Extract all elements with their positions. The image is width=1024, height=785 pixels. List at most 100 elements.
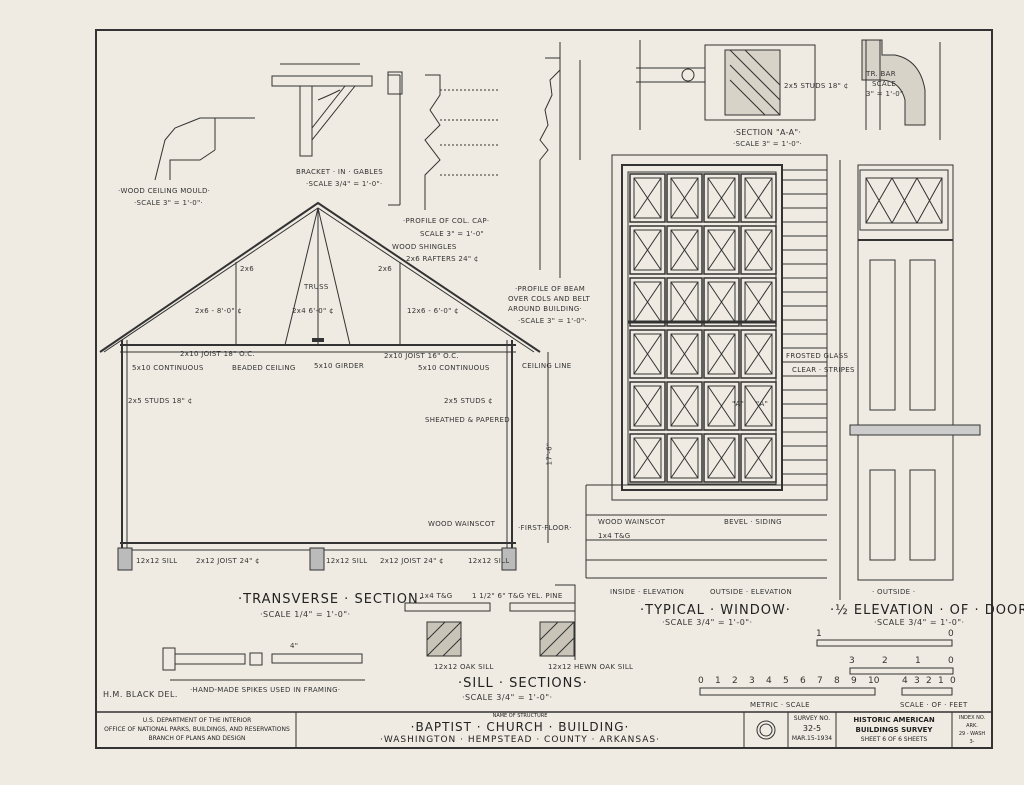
structure-location: ·WASHINGTON · HEMPSTEAD · COUNTY · ARKAN…: [380, 735, 660, 745]
survey-date: MAR.15-1934: [791, 735, 833, 742]
transverse-label: 2x5 STUDS 18" ¢: [128, 397, 193, 405]
typical-window-scale: ·SCALE 3/4" = 1'-0"·: [662, 618, 753, 627]
section-marker: "A": [732, 400, 745, 408]
scale-number: 2: [732, 676, 738, 686]
window-pane: [629, 329, 666, 379]
sill-label: 1 1/2" 6" T&G YEL. PINE: [472, 592, 563, 600]
window-drawing: [611, 154, 828, 501]
transverse-label: 2x6: [378, 265, 392, 273]
sill-label: 12x12 OAK SILL: [434, 663, 494, 671]
transverse-label: CEILING LINE: [522, 362, 572, 370]
window-pane: [703, 277, 740, 327]
transverse-label: 12x12 SILL: [326, 557, 368, 565]
sill-label: 12x12 HEWN OAK SILL: [548, 663, 634, 671]
beam-profile: [539, 42, 581, 278]
window-pane: [666, 225, 703, 275]
spike-dimension: 4": [290, 642, 299, 650]
window-pane: [703, 225, 740, 275]
scale-number: 3: [749, 676, 755, 686]
window-pane: [629, 381, 666, 431]
survey-no: 32-5: [802, 724, 822, 733]
scale-number: 3: [914, 676, 920, 686]
window-pane: [666, 381, 703, 431]
window-pane: [629, 173, 666, 223]
scale-number: 0: [950, 676, 956, 686]
structure-name-block: NAME OF STRUCTURE ·BAPTIST · CHURCH · BU…: [296, 713, 744, 746]
survey-no-label: SURVEY NO.: [793, 715, 831, 722]
typical-window-title: ·TYPICAL · WINDOW·: [640, 603, 791, 618]
index-block: INDEX NO. ARK. 29 - WASH 3-: [952, 714, 992, 746]
scale-number: 6: [800, 676, 806, 686]
scale-number: 0: [948, 629, 954, 639]
scale-number: 4: [902, 676, 908, 686]
wainscot: [585, 484, 827, 579]
scale-number: 10: [868, 676, 880, 686]
transverse-label: 2x5 STUDS ¢: [444, 397, 493, 405]
beam-title-3: AROUND BUILDING·: [508, 305, 583, 313]
sill-sections-scale: ·SCALE 3/4" = 1'-0"·: [462, 693, 553, 702]
survey-block: SURVEY NO. 32-5 MAR.15-1934: [788, 714, 836, 744]
transverse-label: 12x12 SILL: [136, 557, 178, 565]
transverse-label: 12x12 SILL: [468, 557, 510, 565]
transverse-label: 2x12 JOIST 24" ¢: [196, 557, 260, 565]
agency-line-2: OFFICE OF NATIONAL PARKS, BUILDINGS, AND…: [104, 726, 290, 733]
window-pane: [740, 381, 777, 431]
transverse-label: TRUSS: [304, 283, 329, 291]
window-pane: [740, 277, 777, 327]
section-aa-studs: 2x5 STUDS 18" ¢: [784, 82, 849, 90]
interior-seal-icon: [756, 720, 776, 740]
ceiling-mould-scale: ·SCALE 3" = 1'-0"·: [134, 199, 204, 207]
transverse-label: WOOD WAINSCOT: [428, 520, 496, 528]
window-pane: [629, 433, 666, 483]
feet-scale-label: SCALE · OF · FEET: [900, 701, 968, 709]
transverse-label: 2x10 JOIST 18" O.C.: [180, 350, 255, 358]
col-cap-profile: [387, 71, 500, 210]
ceiling-mould-title: ·WOOD CEILING MOULD·: [118, 187, 211, 195]
transverse-label: 5x10 GIRDER: [314, 362, 365, 370]
window-label: OUTSIDE · ELEVATION: [710, 588, 793, 596]
scale-number: 0: [698, 676, 704, 686]
scale-number: 8: [834, 676, 840, 686]
door-drawing: [839, 160, 981, 600]
window-pane: [740, 173, 777, 223]
scale-number: 2: [926, 676, 932, 686]
section-aa-detail: [636, 40, 816, 130]
scale-number: 0: [948, 656, 954, 666]
agency-line-1: U.S. DEPARTMENT OF THE INTERIOR: [142, 717, 252, 724]
delineator: H.M. BLACK DEL.: [103, 690, 178, 699]
structure-name: ·BAPTIST · CHURCH · BUILDING·: [410, 720, 630, 734]
bracket-detail: [271, 63, 373, 157]
transverse-label: 2x10 JOIST 16" O.C.: [384, 352, 459, 360]
habs-line-2: BUILDINGS SURVEY: [855, 726, 933, 734]
index-line-2: 29 - WASH: [958, 731, 986, 737]
doors-outside-label: · OUTSIDE ·: [872, 588, 916, 596]
transverse-label: 12x6 - 6'-0" ¢: [407, 307, 459, 315]
window-pane: [703, 433, 740, 483]
scale-number: 5: [783, 676, 789, 686]
window-pane: [666, 277, 703, 327]
tr-bar-title: TR. BAR: [866, 70, 896, 78]
col-cap-scale: SCALE 3" = 1'-0": [420, 230, 485, 238]
agency-line-3: BRANCH OF PLANS AND DESIGN: [148, 735, 246, 742]
transverse-label: 5x10 CONTINUOUS: [418, 364, 490, 372]
beam-title-2: OVER COLS AND BELT: [508, 295, 591, 303]
window-label: INSIDE · ELEVATION: [610, 588, 685, 596]
transverse-label: 2x6 RAFTERS 24" ¢: [406, 255, 479, 263]
transverse-label: ·FIRST·FLOOR·: [518, 524, 572, 532]
window-pane: [703, 329, 740, 379]
col-cap-title: ·PROFILE OF COL. CAP·: [403, 217, 490, 225]
window-label: FROSTED GLASS: [786, 352, 849, 360]
scale-number: 1: [938, 676, 944, 686]
habs-block: HISTORIC AMERICAN BUILDINGS SURVEY SHEET…: [836, 715, 952, 745]
ceiling-mould-detail: [154, 117, 255, 181]
index-label: INDEX NO.: [958, 715, 986, 721]
sill-sections-drawing: [404, 584, 576, 660]
doors-title: ·½ ELEVATION · OF · DOORS·: [830, 603, 1024, 618]
sill-label: 1x4 T&G: [420, 592, 453, 600]
index-line-1: ARK.: [966, 723, 978, 729]
sheet-border: [95, 29, 993, 749]
beam-title-1: ·PROFILE OF BEAM: [515, 285, 586, 293]
transverse-section-title: ·TRANSVERSE · SECTION·: [238, 592, 424, 607]
section-marker: "A": [756, 400, 769, 408]
window-pane: [740, 433, 777, 483]
